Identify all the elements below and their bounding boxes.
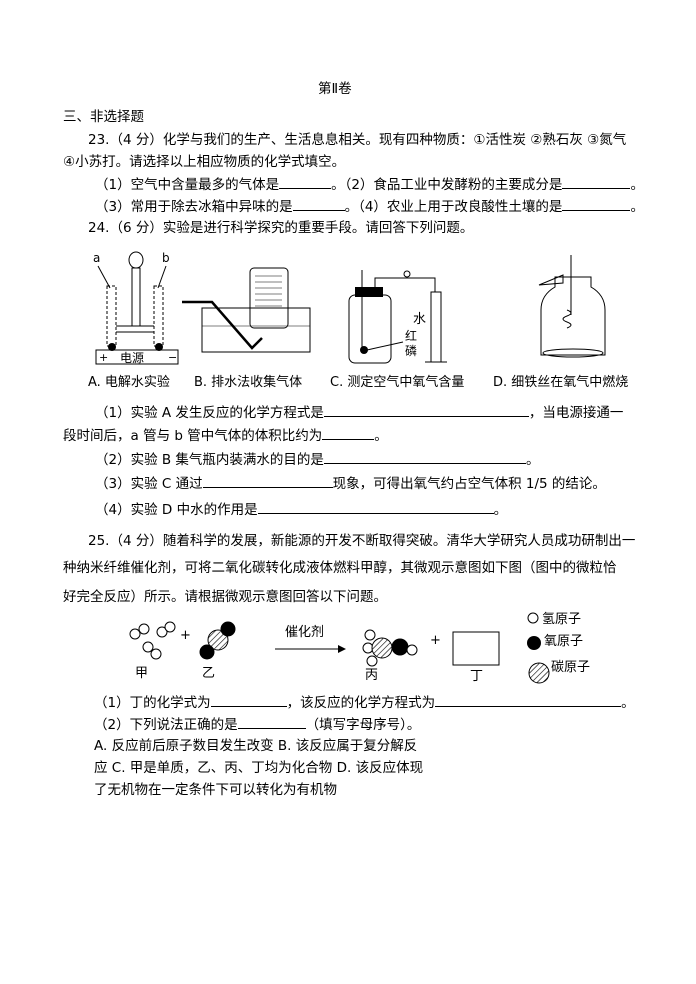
q25-stem-1: 25.（4 分）随着科学的发展，新能源的开发不断取得突破。清华大学研究人员成功研…	[88, 533, 636, 549]
period: 。	[621, 695, 635, 711]
q25-1-formula-blank[interactable]	[210, 693, 287, 707]
q25-stem-2: 种纳米纤维催化剂，可将二氧化碳转化成液体燃料甲醇，其微观示意图如下图（图中的微粒…	[63, 560, 617, 576]
label-bing: 丙	[365, 668, 378, 683]
legend-oxygen: 氧原子	[544, 634, 583, 649]
q23-line1: （1）空气中含量最多的气体是 。（2）食品工业中发酵粉的主要成分是 。	[95, 175, 644, 194]
figure-c-caption: C. 测定空气中氧气含量	[330, 375, 465, 390]
red-phosphorus-label-2: 磷	[405, 343, 417, 358]
q23-2-text: 。（2）食品工业中发酵粉的主要成分是	[331, 177, 563, 193]
q25-options-3: 了无机物在一定条件下可以转化为有机物	[94, 782, 337, 798]
red-phosphorus-label-1: 红	[405, 328, 417, 343]
plus-sign: +	[430, 633, 441, 648]
section-title: 三、非选择题	[63, 109, 144, 125]
q23-4-text: 。（4）农业上用于改良酸性土壤的是	[344, 199, 563, 215]
molecule-ding-box	[452, 631, 500, 666]
q25-options-1: A. 反应前后原子数目发生改变 B. 该反应属于复分解反	[94, 738, 418, 754]
iron-wire-combustion-figure	[538, 255, 606, 358]
period: 。	[630, 199, 644, 215]
q25-2-blank[interactable]	[237, 715, 306, 729]
figure-d-caption: D. 细铁丝在氧气中燃烧	[493, 375, 629, 390]
molecule-bing	[362, 629, 418, 667]
q23-stem: 23.（4 分）化学与我们的生产、生活息息相关。现有四种物质：①活性炭 ②熟石灰…	[88, 132, 627, 148]
water-displacement-figure	[182, 267, 311, 353]
volume-title: 第Ⅱ卷	[318, 81, 352, 97]
plus-sign: +	[180, 628, 191, 643]
q24-3-blank[interactable]	[202, 474, 333, 488]
catalyst-label: 催化剂	[285, 625, 324, 640]
q25-2-text-b: （填写字母序号）。	[305, 717, 421, 733]
figure-b-caption: B. 排水法收集气体	[194, 375, 303, 390]
plus-terminal: +	[99, 351, 108, 364]
q25-1: （1）丁的化学式为 ，该反应的化学方程式为 。	[94, 693, 635, 712]
q24-4-blank[interactable]	[257, 500, 494, 514]
q25-stem-3: 好完全反应）所示。请根据微观示意图回答以下问题。	[63, 589, 387, 605]
q24-1-text-c: 段时间后，a 管与 b 管中气体的体积比约为	[63, 428, 323, 444]
q24-2-blank[interactable]	[323, 450, 526, 464]
legend-hydrogen: 氢原子	[542, 612, 581, 627]
q24-3: （3）实验 C 通过 现象，可得出氧气约占空气体积 1/5 的结论。	[95, 474, 606, 493]
figure-a-caption: A. 电解水实验	[88, 375, 170, 390]
period: 。	[493, 502, 508, 518]
q23-stem-cont: ④小苏打。请选择以上相应物质的化学式填空。	[63, 154, 346, 170]
period: 。	[525, 452, 540, 468]
q25-1-equation-blank[interactable]	[435, 693, 622, 707]
minus-terminal: −	[168, 351, 177, 364]
molecule-jia	[129, 621, 176, 660]
q24-1-text-b: ，当电源接通一	[528, 405, 624, 421]
label-yi: 乙	[202, 666, 215, 681]
q24-2-text: （2）实验 B 集气瓶内装满水的目的是	[95, 452, 324, 468]
q25-1-text-b: ，该反应的化学方程式为	[286, 695, 436, 711]
q24-2: （2）实验 B 集气瓶内装满水的目的是 。	[95, 450, 539, 469]
legend-carbon: 碳原子	[551, 660, 590, 675]
q25-options-2: 应 C. 甲是单质，乙、丙、丁均为化合物 D. 该反应体现	[94, 760, 424, 776]
q24-stem: 24.（6 分）实验是进行科学探究的重要手段。请回答下列问题。	[88, 220, 474, 236]
micro-reaction-diagram: + 甲 乙 催化剂 丙 + 丁 氢原子 氧原子 碳原子	[129, 612, 590, 684]
period: 。	[374, 428, 388, 444]
water-label: 水	[413, 312, 426, 327]
oxygen-atom-icon	[527, 636, 541, 650]
q24-3-text: （3）实验 C 通过	[95, 476, 203, 492]
q24-1-ratio-blank[interactable]	[322, 426, 375, 440]
q23-1-text: （1）空气中含量最多的气体是	[95, 177, 280, 193]
power-label: 电源	[120, 351, 144, 365]
q23-2-blank[interactable]	[562, 175, 631, 189]
carbon-atom-icon	[528, 662, 550, 684]
q23-line2: （3）常用于除去冰箱中异味的是 。（4）农业上用于改良酸性土壤的是 。	[95, 197, 644, 216]
label-ding: 丁	[470, 669, 483, 684]
q24-4-text: （4）实验 D 中水的作用是	[95, 502, 258, 518]
q25-2: （2）下列说法正确的是 （填写字母序号）。	[94, 715, 420, 734]
tube-b-label: b	[162, 251, 170, 265]
q24-1: （1）实验 A 发生反应的化学方程式是 ，当电源接通一	[95, 403, 623, 422]
q23-4-blank[interactable]	[562, 197, 631, 211]
molecule-yi	[199, 621, 236, 660]
q24-4: （4）实验 D 中水的作用是 。	[95, 500, 507, 519]
oxygen-content-apparatus-figure: 水 红 磷	[348, 270, 447, 364]
q23-1-blank[interactable]	[279, 175, 332, 189]
q23-3-blank[interactable]	[292, 197, 345, 211]
hydrogen-atom-icon	[527, 612, 539, 624]
q23-3-text: （3）常用于除去冰箱中异味的是	[95, 199, 293, 215]
period: 。	[630, 177, 644, 193]
q25-1-text: （1）丁的化学式为	[94, 695, 211, 711]
q24-3-text-b: 现象，可得出氧气约占空气体积 1/5 的结论。	[332, 476, 606, 492]
label-jia: 甲	[135, 666, 148, 681]
q24-1-text: （1）实验 A 发生反应的化学方程式是	[95, 405, 324, 421]
q24-1-blank[interactable]	[323, 403, 529, 417]
tube-a-label: a	[93, 251, 100, 265]
q24-1-cont: 段时间后，a 管与 b 管中气体的体积比约为 。	[63, 426, 388, 445]
electrolysis-apparatus-figure: a b + − 电源	[93, 251, 179, 365]
q25-2-text: （2）下列说法正确的是	[94, 717, 238, 733]
